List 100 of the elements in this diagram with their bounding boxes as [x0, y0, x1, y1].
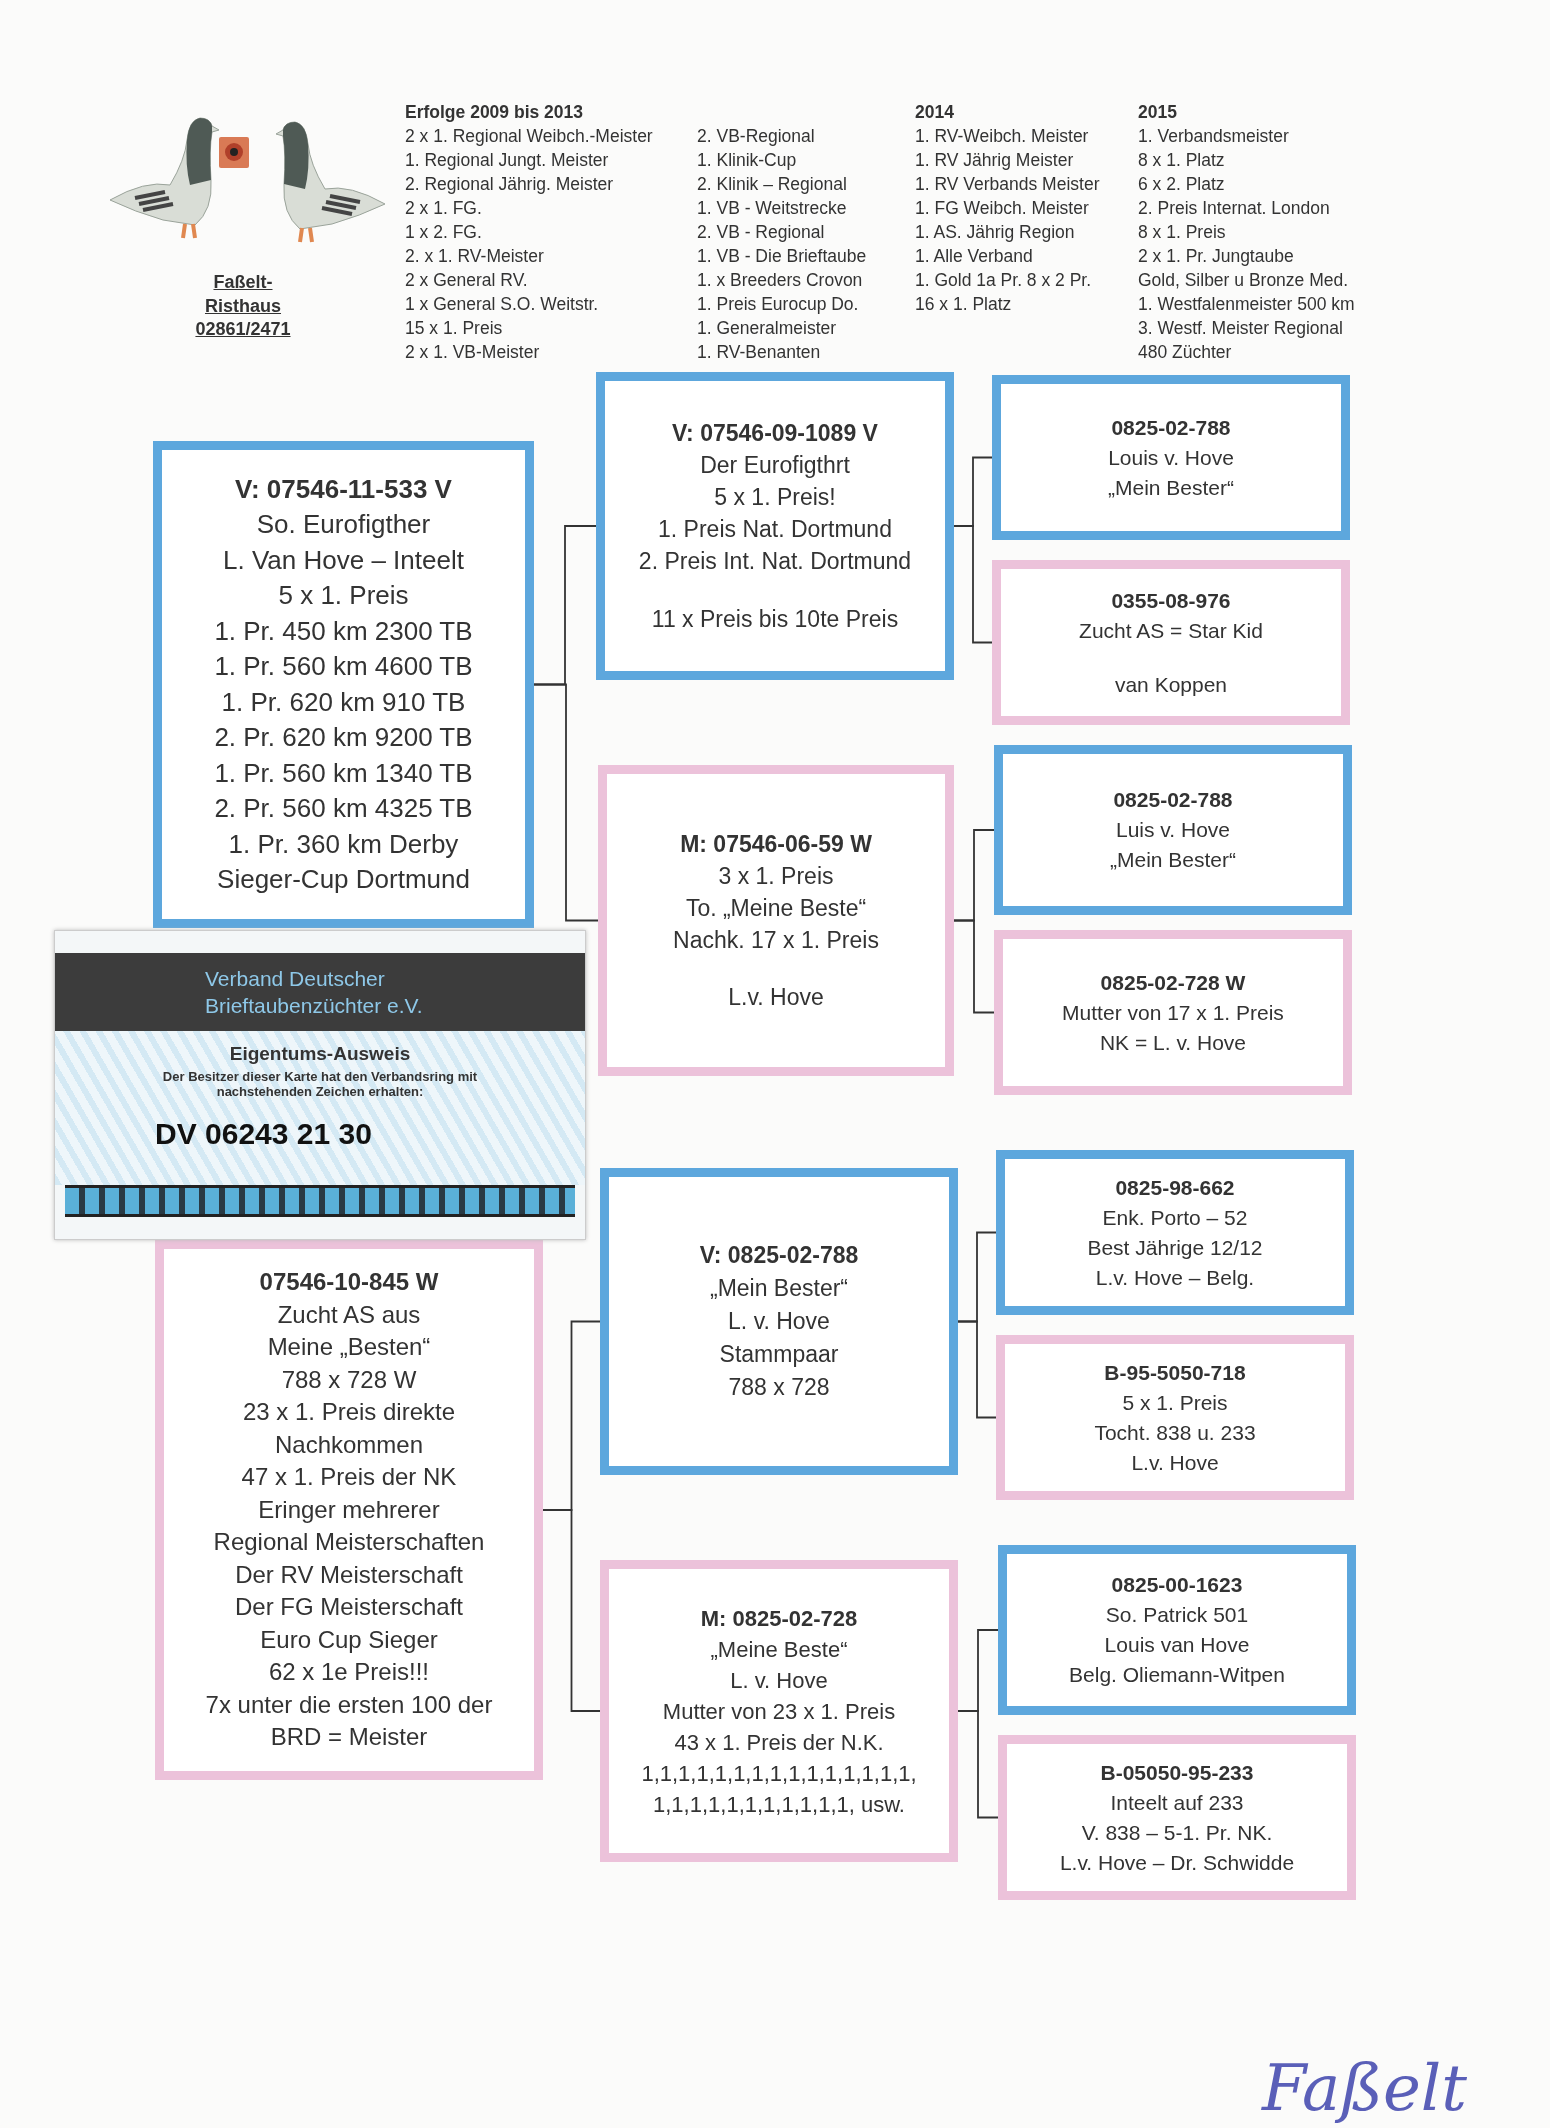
column-heading: Erfolge 2009 bis 2013 [405, 101, 584, 123]
card-title: Eigentums-Ausweis [229, 1043, 411, 1065]
pedigree-text: So. Eurofigther [256, 508, 431, 541]
ring-number: 0355-08-976 [1111, 587, 1231, 614]
pedigree-text: Zucht AS aus [277, 1299, 421, 1330]
pedigree-text: 43 x 1. Preis der N.K. [674, 1728, 884, 1757]
achievement-text: 6 x 2. Platz [1138, 173, 1225, 195]
achievement-text: 1. VB - Weitstrecke [697, 197, 847, 219]
pedigree-text: Best Jährige 12/12 [1087, 1234, 1263, 1261]
pedigree-text: 23 x 1. Preis direkte [242, 1397, 456, 1428]
pedigree-text: 1. Pr. 360 km Derby [228, 827, 459, 861]
pedigree-text: „Mein Bester“ [1110, 847, 1236, 873]
ring-number: 0825-02-788 [1113, 787, 1233, 813]
pedigree-text: L. v. Hove [728, 1307, 830, 1336]
achievement-text: 2. x 1. RV-Meister [405, 245, 544, 267]
pedigree-box [992, 560, 1350, 725]
pedigree-text: Enk. Porto – 52 [1102, 1204, 1248, 1231]
pedigree-text: 1. Pr. 620 km 910 TB [221, 685, 466, 719]
ring-number: V: 0825-02-788 [699, 1241, 859, 1270]
ownership-card [54, 930, 586, 1240]
ring-number: 0825-02-728 W [1100, 969, 1246, 996]
achievement-text: 2. Regional Jährig. Meister [405, 173, 614, 195]
pedigree-text: Eringer mehrerer [258, 1494, 440, 1525]
pedigree-text: Luis v. Hove [1116, 817, 1230, 843]
pedigree-box [155, 1240, 543, 1780]
pedigree-text: 11 x Preis bis 10te Preis [651, 604, 899, 634]
pedigree-box [994, 745, 1352, 915]
phone-number: 02861/2471 [194, 318, 292, 340]
achievement-text: 2. Preis Internat. London [1138, 197, 1330, 219]
achievement-text: 1. x Breeders Crovon [697, 269, 863, 291]
pedigree-text: 2. Preis Int. Nat. Dortmund [638, 547, 912, 577]
pedigree-text: L.v. Hove [1131, 1449, 1219, 1476]
pedigree-text: Zucht AS = Star Kid [1079, 617, 1263, 644]
ring-number: B-95-5050-718 [1104, 1359, 1246, 1386]
pedigree-text: To. „Meine Beste“ [685, 893, 867, 923]
pedigree-text: 47 x 1. Preis der NK [241, 1462, 457, 1493]
pedigree-text: Nachkommen [274, 1429, 424, 1460]
pedigree-text: L.v. Hove – Belg. [1095, 1264, 1255, 1291]
achievement-text: 1. Gold 1a Pr. 8 x 2 Pr. [915, 269, 1092, 291]
pedigree-box [596, 372, 954, 680]
connector-line [953, 525, 993, 644]
pedigree-text: Meine „Besten“ [267, 1332, 431, 1363]
achievement-text: 2 x 1. VB-Meister [405, 341, 540, 363]
pedigree-text: 7x unter die ersten 100 der [205, 1689, 493, 1720]
achievement-text: 15 x 1. Preis [405, 317, 503, 339]
pedigree-text: L.v. Hove [728, 983, 824, 1013]
pedigree-box [600, 1168, 958, 1475]
ring-number: 07546-10-845 W [259, 1267, 439, 1298]
ring-number: 0825-02-788 [1111, 414, 1231, 441]
pedigree-text: Der FG Meisterschaft [234, 1592, 463, 1623]
pedigree-text: 788 x 728 W [281, 1364, 417, 1395]
pedigree-text: Nachk. 17 x 1. Preis [673, 925, 879, 955]
achievement-text: 1. Preis Eurocup Do. [697, 293, 859, 315]
achievement-text: 1. Klinik-Cup [697, 149, 797, 171]
connector-line [542, 1509, 601, 1712]
ring-number: 0825-00-1623 [1111, 1572, 1243, 1598]
achievement-text: 1. VB - Die Brieftaube [697, 245, 867, 267]
achievement-text: 1. Alle Verband [915, 245, 1033, 267]
pedigree-text: Euro Cup Sieger [260, 1624, 438, 1655]
achievement-text: 2 x 1. FG. [405, 197, 482, 219]
signature: Faßelt [1262, 2050, 1468, 2126]
pedigree-box [598, 765, 954, 1076]
pedigree-box [153, 441, 534, 928]
connector-line [957, 1320, 997, 1419]
pedigree-text: L. v. Hove [730, 1666, 828, 1695]
achievement-text: 1 x 2. FG. [405, 221, 482, 243]
achievement-text: 2. VB - Regional [697, 221, 825, 243]
pedigree-text: Belg. Oliemann-Witpen [1069, 1662, 1285, 1688]
pedigree-text: NK = L. v. Hove [1099, 1029, 1247, 1056]
pedigree-box [992, 375, 1350, 540]
pedigree-text: van Koppen [1114, 671, 1228, 698]
achievement-text: 480 Züchter [1138, 341, 1232, 363]
pedigree-text: Der RV Meisterschaft [235, 1559, 463, 1590]
pedigree-text: 5 x 1. Preis [278, 579, 409, 612]
pedigree-text: V. 838 – 5-1. Pr. NK. [1081, 1819, 1273, 1846]
achievement-text: 2 x 1. Regional Weibch.-Meister [405, 125, 653, 147]
pedigree-text: Louis v. Hove [1108, 444, 1234, 471]
pedigree-text: 2. Pr. 620 km 9200 TB [214, 721, 473, 754]
ring-number: M: 07546-06-59 W [680, 829, 872, 859]
achievement-text: 1. RV Jährig Meister [915, 149, 1074, 171]
pedigree-text: Sieger-Cup Dortmund [217, 863, 470, 896]
pedigree-text: 5 x 1. Preis! [714, 483, 836, 513]
pedigree-text: Tocht. 838 u. 233 [1094, 1419, 1256, 1446]
ring-number: 0825-98-662 [1115, 1174, 1235, 1201]
column-heading: 2014 [915, 101, 954, 123]
column-heading: 2015 [1138, 101, 1177, 123]
pedigree-text: Inteelt auf 233 [1110, 1789, 1244, 1816]
achievement-text: 2 x 1. Pr. Jungtaube [1138, 245, 1294, 267]
ring-number: V: 07546-11-533 V [235, 472, 452, 506]
pedigree-text: BRD = Meister [270, 1722, 428, 1753]
pedigree-text: 788 x 728 [728, 1373, 830, 1402]
achievement-text: 1. AS. Jährig Region [915, 221, 1075, 243]
card-note: Der Besitzer dieser Karte hat den Verbandsring mit nachstehenden Zeichen erhalten: [161, 1069, 479, 1099]
achievement-text: 2. Klinik – Regional [697, 173, 847, 195]
pedigree-text: 1. Pr. 450 km 2300 TB [214, 614, 473, 648]
achievement-text: 1. RV-Benanten [697, 341, 821, 363]
achievement-text: 8 x 1. Preis [1138, 221, 1226, 243]
breeder-name: Faßelt- Risthaus [204, 271, 282, 318]
pedigree-text: 1. Pr. 560 km 4600 TB [214, 650, 473, 683]
achievement-text: Gold, Silber u Bronze Med. [1138, 269, 1349, 291]
